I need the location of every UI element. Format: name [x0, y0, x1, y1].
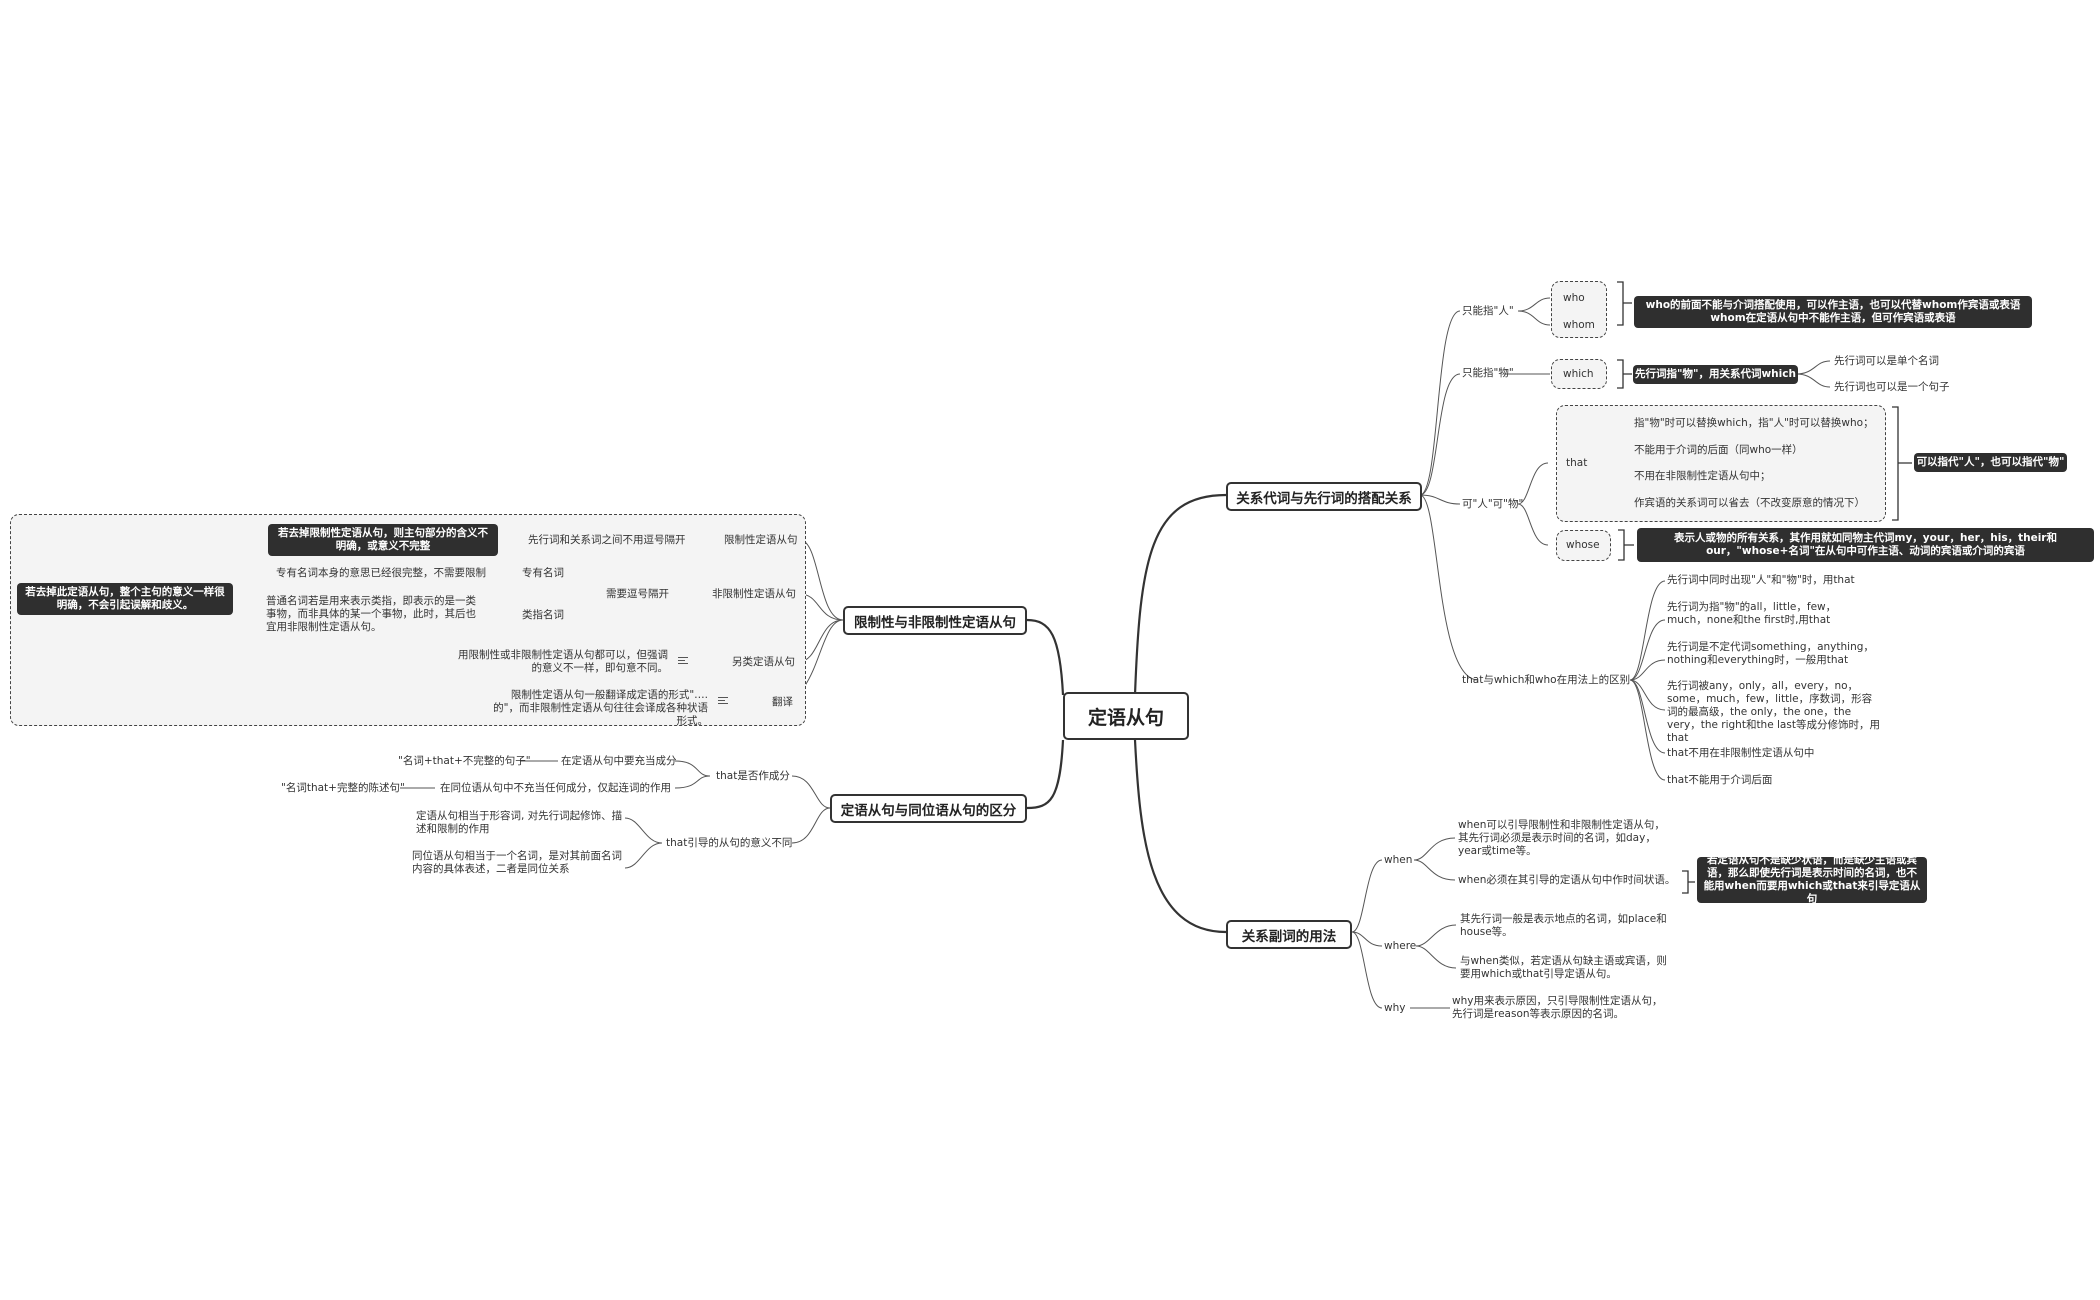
where-label[interactable]: where: [1384, 940, 1417, 952]
component-appositive[interactable]: 在同位语从句中不充当任何成分，仅起连词的作用: [440, 782, 671, 794]
whose-note[interactable]: 表示人或物的所有关系，其作用就如同物主代词my，your，her，his，the…: [1637, 528, 2094, 562]
why-label[interactable]: why: [1384, 1002, 1406, 1014]
why-rule[interactable]: why用来表示原因，只引导限制性定语从句，先行词是reason等表示原因的名词。: [1452, 995, 1663, 1020]
difference-label[interactable]: that与which和who在用法上的区别: [1462, 674, 1631, 686]
when-label[interactable]: when: [1384, 854, 1413, 866]
both-label[interactable]: 可"人"可"物": [1462, 498, 1524, 510]
translation-label[interactable]: 翻译: [772, 696, 793, 708]
root-topic[interactable]: 定语从句: [1063, 692, 1189, 740]
proper-noun-desc[interactable]: 专有名词本身的意思已经很完整，不需要限制: [276, 567, 486, 579]
where-rule-1[interactable]: 其先行词一般是表示地点的名词，如place和house等。: [1460, 913, 1667, 938]
that-rule-1[interactable]: 指"物"时可以替换which，指"人"时可以替换who；: [1634, 417, 1874, 429]
that-rule-2[interactable]: 不能用于介词的后面（同who一样）: [1634, 444, 1803, 456]
who-label[interactable]: who: [1563, 292, 1585, 304]
who-whom-note[interactable]: who的前面不能与介词搭配使用，可以作主语，也可以代替whom作宾语或表语 wh…: [1634, 296, 2032, 328]
component-appositive-example[interactable]: "名词that+完整的陈述句": [281, 782, 405, 794]
difference-1[interactable]: 先行词中同时出现"人"和"物"时，用that: [1667, 574, 1855, 586]
that-note[interactable]: 可以指代"人"，也可以指代"物": [1914, 453, 2067, 472]
branch-relative-adverbs[interactable]: 关系副词的用法: [1226, 920, 1352, 949]
generic-noun-desc[interactable]: 普通名词若是用来表示类指，即表示的是一类事物，而非具体的某一个事物，此时，其后也…: [266, 595, 476, 633]
note-icon[interactable]: [678, 657, 688, 665]
whom-label[interactable]: whom: [1563, 319, 1595, 331]
meaning-relative[interactable]: 定语从句相当于形容词, 对先行词起修饰、描述和限制的作用: [416, 810, 623, 835]
summary-note[interactable]: 若去掉此定语从句，整个主句的意义一样很明确，不会引起误解和歧义。: [17, 583, 233, 615]
which-sub-b[interactable]: 先行词也可以是一个句子: [1834, 381, 1950, 393]
when-note[interactable]: 若定语从句不是缺少状语，而是缺少主语或宾语，那么即使先行词是表示时间的名词，也不…: [1697, 854, 1927, 905]
that-rule-3[interactable]: 不用在非限制性定语从句中；: [1634, 470, 1771, 482]
that-rule-4[interactable]: 作宾语的关系词可以省去（不改变原意的情况下）: [1634, 497, 1865, 509]
difference-2[interactable]: 先行词为指"物"的all，little，few，much，none和the fi…: [1667, 601, 1837, 626]
other-clause-desc[interactable]: 用限制性或非限制性定语从句都可以，但强调的意义不一样，即句意不同。: [458, 649, 668, 674]
comma-label[interactable]: 需要逗号隔开: [606, 588, 669, 600]
meaning-appositive[interactable]: 同位语从句相当于一个名词，是对其前面名词内容的具体表述，二者是同位关系: [412, 850, 622, 875]
that-meaning-label[interactable]: that引导的从句的意义不同: [666, 837, 793, 849]
difference-5[interactable]: that不用在非限制性定语从句中: [1667, 747, 1815, 759]
difference-4[interactable]: 先行词被any，only，all，every，no，some，much，few，…: [1667, 680, 1880, 744]
who-group-frame: [1551, 281, 1607, 338]
other-clause-label[interactable]: 另类定语从句: [732, 656, 795, 668]
translation-desc[interactable]: 限制性定语从句一般翻译成定语的形式"….的"，而非限制性定语从句往往会译成各种状…: [493, 689, 708, 727]
restrictive-note[interactable]: 若去掉限制性定语从句，则主句部分的含义不明确，或意义不完整: [268, 524, 498, 556]
whose-frame: [1556, 530, 1611, 561]
restrictive-sub[interactable]: 先行词和关系词之间不用逗号隔开: [528, 534, 686, 546]
that-component-label[interactable]: that是否作成分: [716, 770, 790, 782]
nonrestrictive-label[interactable]: 非限制性定语从句: [712, 588, 796, 600]
whose-label[interactable]: whose: [1566, 539, 1600, 551]
which-note[interactable]: 先行词指"物"，用关系代词which: [1633, 365, 1798, 384]
when-rule-1[interactable]: when可以引导限制性和非限制性定语从句，其先行词必须是表示时间的名词，如day…: [1458, 819, 1665, 857]
branch-relative-pronouns[interactable]: 关系代词与先行词的搭配关系: [1226, 482, 1422, 511]
that-group-frame: [1556, 405, 1886, 522]
restrictive-label[interactable]: 限制性定语从句: [724, 534, 798, 546]
difference-6[interactable]: that不能用于介词后面: [1667, 774, 1773, 786]
where-rule-2[interactable]: 与when类似，若定语从句缺主语或宾语，则要用which或that引导定语从句。: [1460, 955, 1667, 980]
branch-restrictive[interactable]: 限制性与非限制性定语从句: [843, 606, 1027, 635]
branch-appositive[interactable]: 定语从句与同位语从句的区分: [830, 794, 1027, 823]
component-relative[interactable]: 在定语从句中要充当成分: [561, 755, 677, 767]
difference-3[interactable]: 先行词是不定代词something，anything，nothing和every…: [1667, 641, 1874, 666]
which-sub-a[interactable]: 先行词可以是单个名词: [1834, 355, 1939, 367]
generic-noun-label[interactable]: 类指名词: [522, 609, 564, 621]
that-label[interactable]: that: [1566, 457, 1588, 469]
note-icon[interactable]: [718, 697, 728, 705]
which-frame: [1551, 359, 1607, 389]
only-person-label[interactable]: 只能指"人": [1462, 305, 1514, 317]
proper-noun-label[interactable]: 专有名词: [522, 567, 564, 579]
when-rule-2[interactable]: when必须在其引导的定语从句中作时间状语。: [1458, 874, 1676, 886]
component-relative-example[interactable]: "名词+that+不完整的句子": [398, 755, 531, 767]
only-thing-label[interactable]: 只能指"物": [1462, 367, 1514, 379]
which-label[interactable]: which: [1563, 368, 1594, 380]
